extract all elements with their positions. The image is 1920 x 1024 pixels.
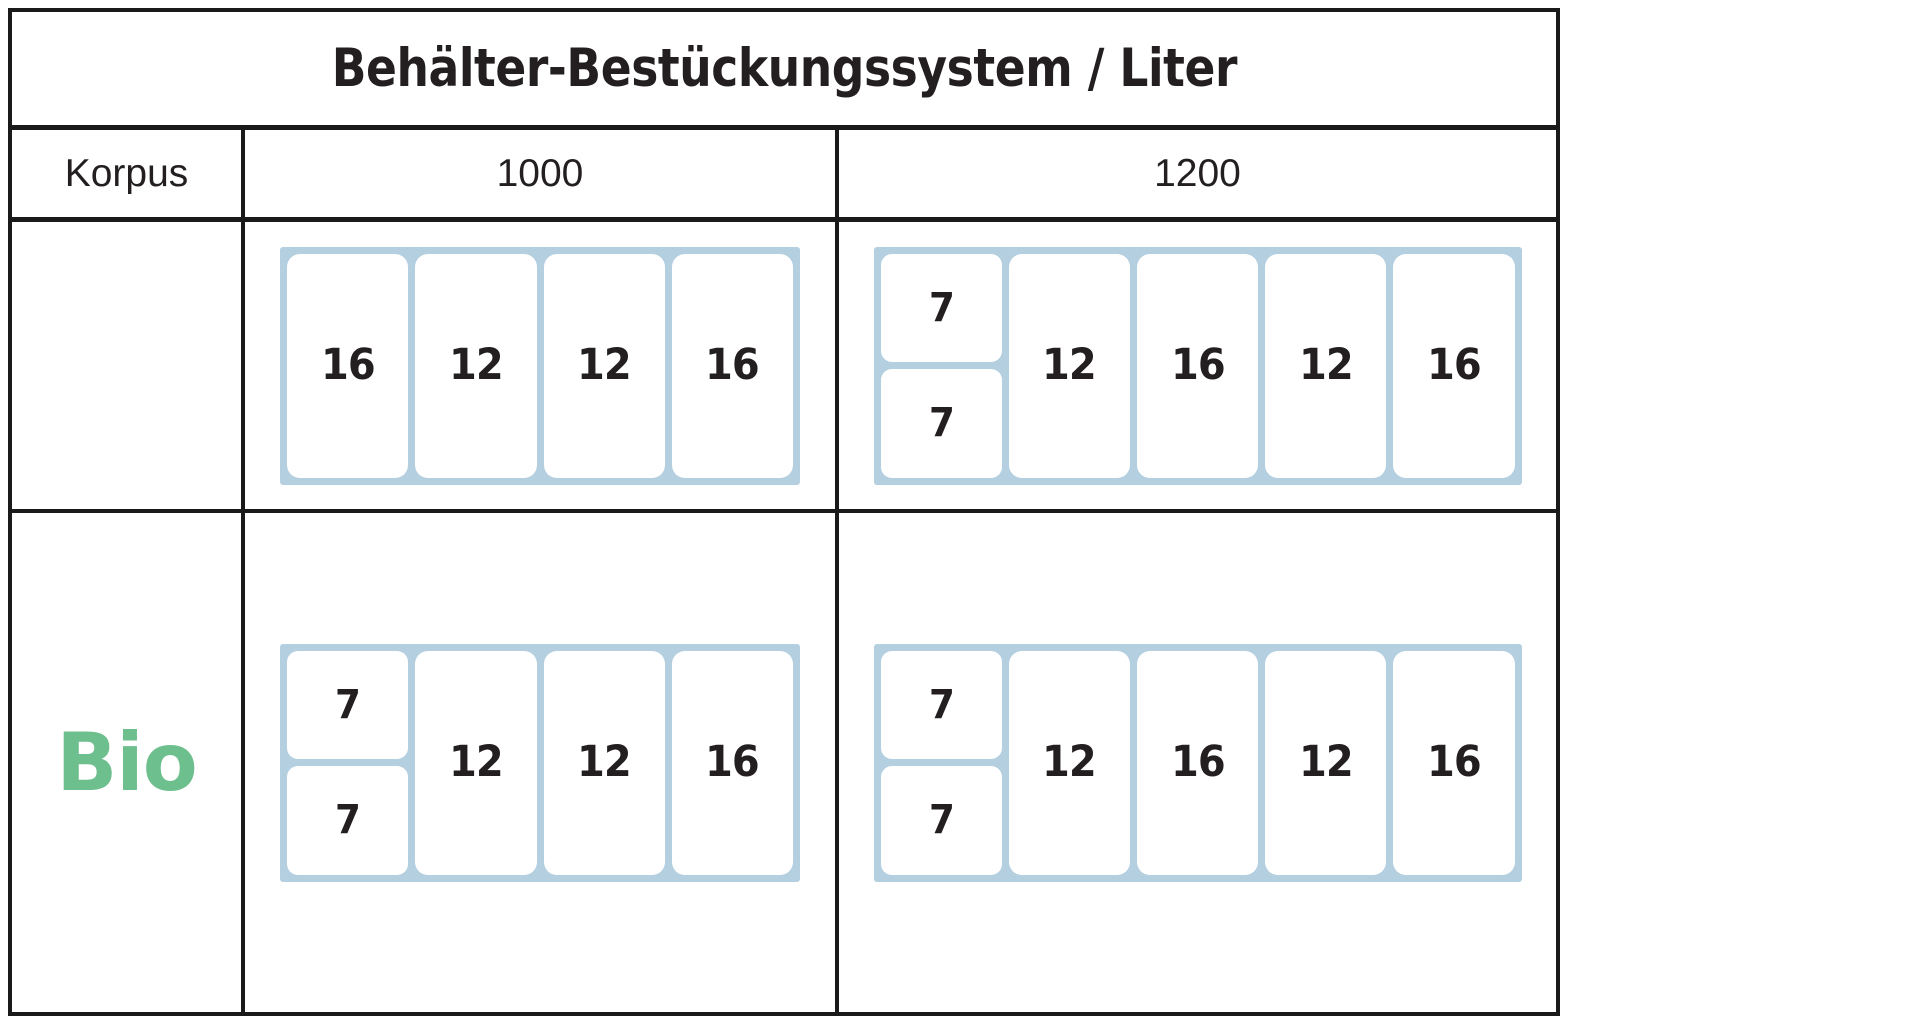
bin-capacity-label: 7 bbox=[928, 797, 955, 844]
table-title-row: Behälter-Bestückungssystem / Liter bbox=[12, 12, 1556, 130]
header-korpus: Korpus bbox=[12, 130, 245, 217]
bin[interactable]: 16 bbox=[1393, 253, 1515, 478]
bin-capacity-label: 16 bbox=[1427, 737, 1482, 787]
bin[interactable]: 12 bbox=[1265, 650, 1387, 875]
bin[interactable]: 16 bbox=[1136, 253, 1259, 478]
bin[interactable]: 16 bbox=[1393, 650, 1515, 875]
bin[interactable]: 16 bbox=[671, 253, 793, 478]
bin-slot[interactable]: 12 bbox=[543, 253, 665, 478]
bin-slot[interactable]: 16 bbox=[1136, 650, 1259, 875]
bin[interactable]: 12 bbox=[1008, 253, 1130, 478]
cell-standard-1200: 7 7 12 16 bbox=[839, 222, 1556, 509]
table-row: Bio 7 7 12 bbox=[12, 513, 1556, 1012]
bin-slot[interactable]: 12 bbox=[1008, 650, 1130, 875]
bin-group-standard-1200: 7 7 12 16 bbox=[873, 246, 1522, 485]
bin-slot-split[interactable]: 7 7 bbox=[880, 650, 1002, 875]
bin[interactable]: 7 bbox=[287, 766, 409, 875]
bin-capacity-label: 16 bbox=[705, 340, 760, 390]
bin[interactable]: 16 bbox=[287, 253, 409, 478]
bin[interactable]: 12 bbox=[1265, 253, 1387, 478]
cell-standard-1000: 16 12 12 16 bbox=[245, 222, 839, 509]
bin[interactable]: 7 bbox=[880, 766, 1002, 875]
bin-slot[interactable]: 12 bbox=[415, 253, 537, 478]
page-title: Behälter-Bestückungssystem / Liter bbox=[331, 38, 1237, 99]
bin-slot[interactable]: 12 bbox=[1265, 253, 1387, 478]
header-size-1000: 1000 bbox=[245, 130, 839, 217]
bin-capacity-label: 12 bbox=[1042, 340, 1097, 390]
header-size-1200: 1200 bbox=[1154, 151, 1241, 195]
table-header-row: Korpus 1000 1200 bbox=[12, 130, 1556, 222]
bin[interactable]: 12 bbox=[543, 253, 665, 478]
bin[interactable]: 12 bbox=[415, 650, 537, 875]
bin-slot[interactable]: 16 bbox=[1136, 253, 1259, 478]
bin-slot-split[interactable]: 7 7 bbox=[287, 650, 409, 875]
bin[interactable]: 7 bbox=[880, 253, 1002, 362]
bin-capacity-label: 12 bbox=[1298, 737, 1354, 787]
bin[interactable]: 7 bbox=[880, 369, 1002, 478]
bin-slot[interactable]: 16 bbox=[1393, 253, 1515, 478]
bin-capacity-label: 7 bbox=[928, 400, 955, 447]
bin-slot[interactable]: 16 bbox=[1393, 650, 1515, 875]
bin-slot[interactable]: 16 bbox=[287, 253, 409, 478]
bin[interactable]: 7 bbox=[880, 650, 1002, 759]
bin-capacity-label: 16 bbox=[1170, 737, 1226, 787]
bin[interactable]: 16 bbox=[671, 650, 793, 875]
bin-slot[interactable]: 12 bbox=[1008, 253, 1130, 478]
bin-slot[interactable]: 16 bbox=[671, 253, 793, 478]
bin-capacity-label: 12 bbox=[448, 737, 504, 787]
bin-group-bio-1000: 7 7 12 12 bbox=[280, 643, 800, 882]
bin-slot[interactable]: 12 bbox=[415, 650, 537, 875]
bin[interactable]: 12 bbox=[415, 253, 537, 478]
bin-capacity-label: 7 bbox=[928, 284, 955, 331]
bin-capacity-label: 16 bbox=[705, 737, 760, 787]
bin-capacity-label: 12 bbox=[577, 340, 632, 390]
bin-capacity-label: 16 bbox=[1427, 340, 1482, 390]
container-system-table: Behälter-Bestückungssystem / Liter Korpu… bbox=[8, 8, 1560, 1016]
bin[interactable]: 12 bbox=[543, 650, 665, 875]
bin-capacity-label: 12 bbox=[1042, 737, 1097, 787]
bin-capacity-label: 12 bbox=[577, 737, 632, 787]
bin-capacity-label: 16 bbox=[1170, 340, 1226, 390]
cell-bio-1200: 7 7 12 16 bbox=[839, 513, 1556, 1012]
bin-group-bio-1200: 7 7 12 16 bbox=[873, 643, 1522, 882]
bin-capacity-label: 16 bbox=[320, 340, 376, 390]
bin-slot[interactable]: 12 bbox=[543, 650, 665, 875]
bin-slot-split[interactable]: 7 7 bbox=[880, 253, 1002, 478]
bin-slot[interactable]: 12 bbox=[1265, 650, 1387, 875]
row-label-standard bbox=[12, 222, 245, 509]
bin-slot[interactable]: 16 bbox=[671, 650, 793, 875]
bin-group-standard-1000: 16 12 12 16 bbox=[280, 246, 800, 485]
cell-bio-1000: 7 7 12 12 bbox=[245, 513, 839, 1012]
bin-capacity-label: 12 bbox=[448, 340, 504, 390]
bin-capacity-label: 12 bbox=[1298, 340, 1354, 390]
bin[interactable]: 12 bbox=[1008, 650, 1130, 875]
bin[interactable]: 16 bbox=[1136, 650, 1259, 875]
bin-capacity-label: 7 bbox=[335, 797, 361, 844]
bin-capacity-label: 7 bbox=[335, 681, 361, 728]
bin[interactable]: 7 bbox=[287, 650, 409, 759]
bin-capacity-label: 7 bbox=[928, 681, 955, 728]
table-row: 16 12 12 16 bbox=[12, 222, 1556, 513]
row-label-text: Bio bbox=[56, 715, 197, 809]
row-label-bio: Bio bbox=[12, 513, 245, 1012]
